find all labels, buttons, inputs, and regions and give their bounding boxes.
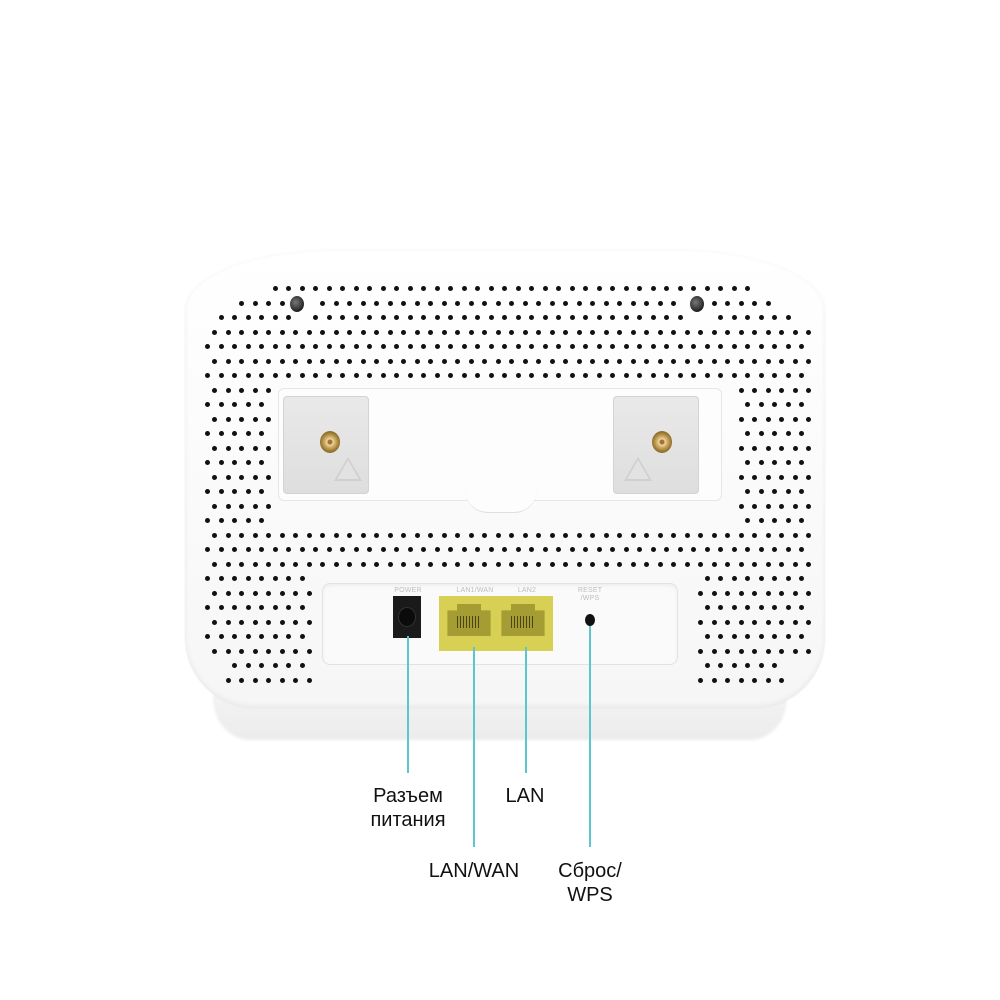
- antenna-connector-icon: [320, 431, 340, 453]
- antenna-bay-right: [613, 396, 699, 494]
- hot-surface-warning-icon: [334, 457, 362, 481]
- lan-wan-port-label: LAN1/WAN: [456, 587, 494, 594]
- antenna-bay-left: [283, 396, 369, 494]
- reset-leader-line: [589, 626, 591, 847]
- reset-button: [585, 614, 595, 626]
- screw-hole-icon: [690, 296, 704, 312]
- lan-port: [501, 604, 545, 636]
- ethernet-ports: [439, 596, 553, 651]
- antenna-connector-icon: [652, 431, 672, 453]
- recess-notch: [465, 490, 537, 513]
- callout-power: Разъем питания: [370, 785, 446, 831]
- ventilation-grille: [185, 250, 825, 708]
- callout-reset-wps: Сброс/ WPS: [558, 860, 622, 906]
- screw-hole-icon: [290, 296, 304, 312]
- lan2-port-label: LAN2: [517, 587, 537, 594]
- lan-wan-port: [447, 604, 491, 636]
- lan-leader-line: [525, 647, 527, 773]
- callout-lan: LAN: [505, 785, 545, 807]
- power-leader-line: [407, 636, 409, 773]
- callout-lan-wan: LAN/WAN: [428, 860, 520, 882]
- power-port-label: POWER: [394, 587, 422, 594]
- power-jack: [393, 596, 421, 638]
- lan-wan-leader-line: [473, 647, 475, 847]
- reset-port-label: RESET /WPS: [577, 587, 603, 602]
- hot-surface-warning-icon: [624, 457, 652, 481]
